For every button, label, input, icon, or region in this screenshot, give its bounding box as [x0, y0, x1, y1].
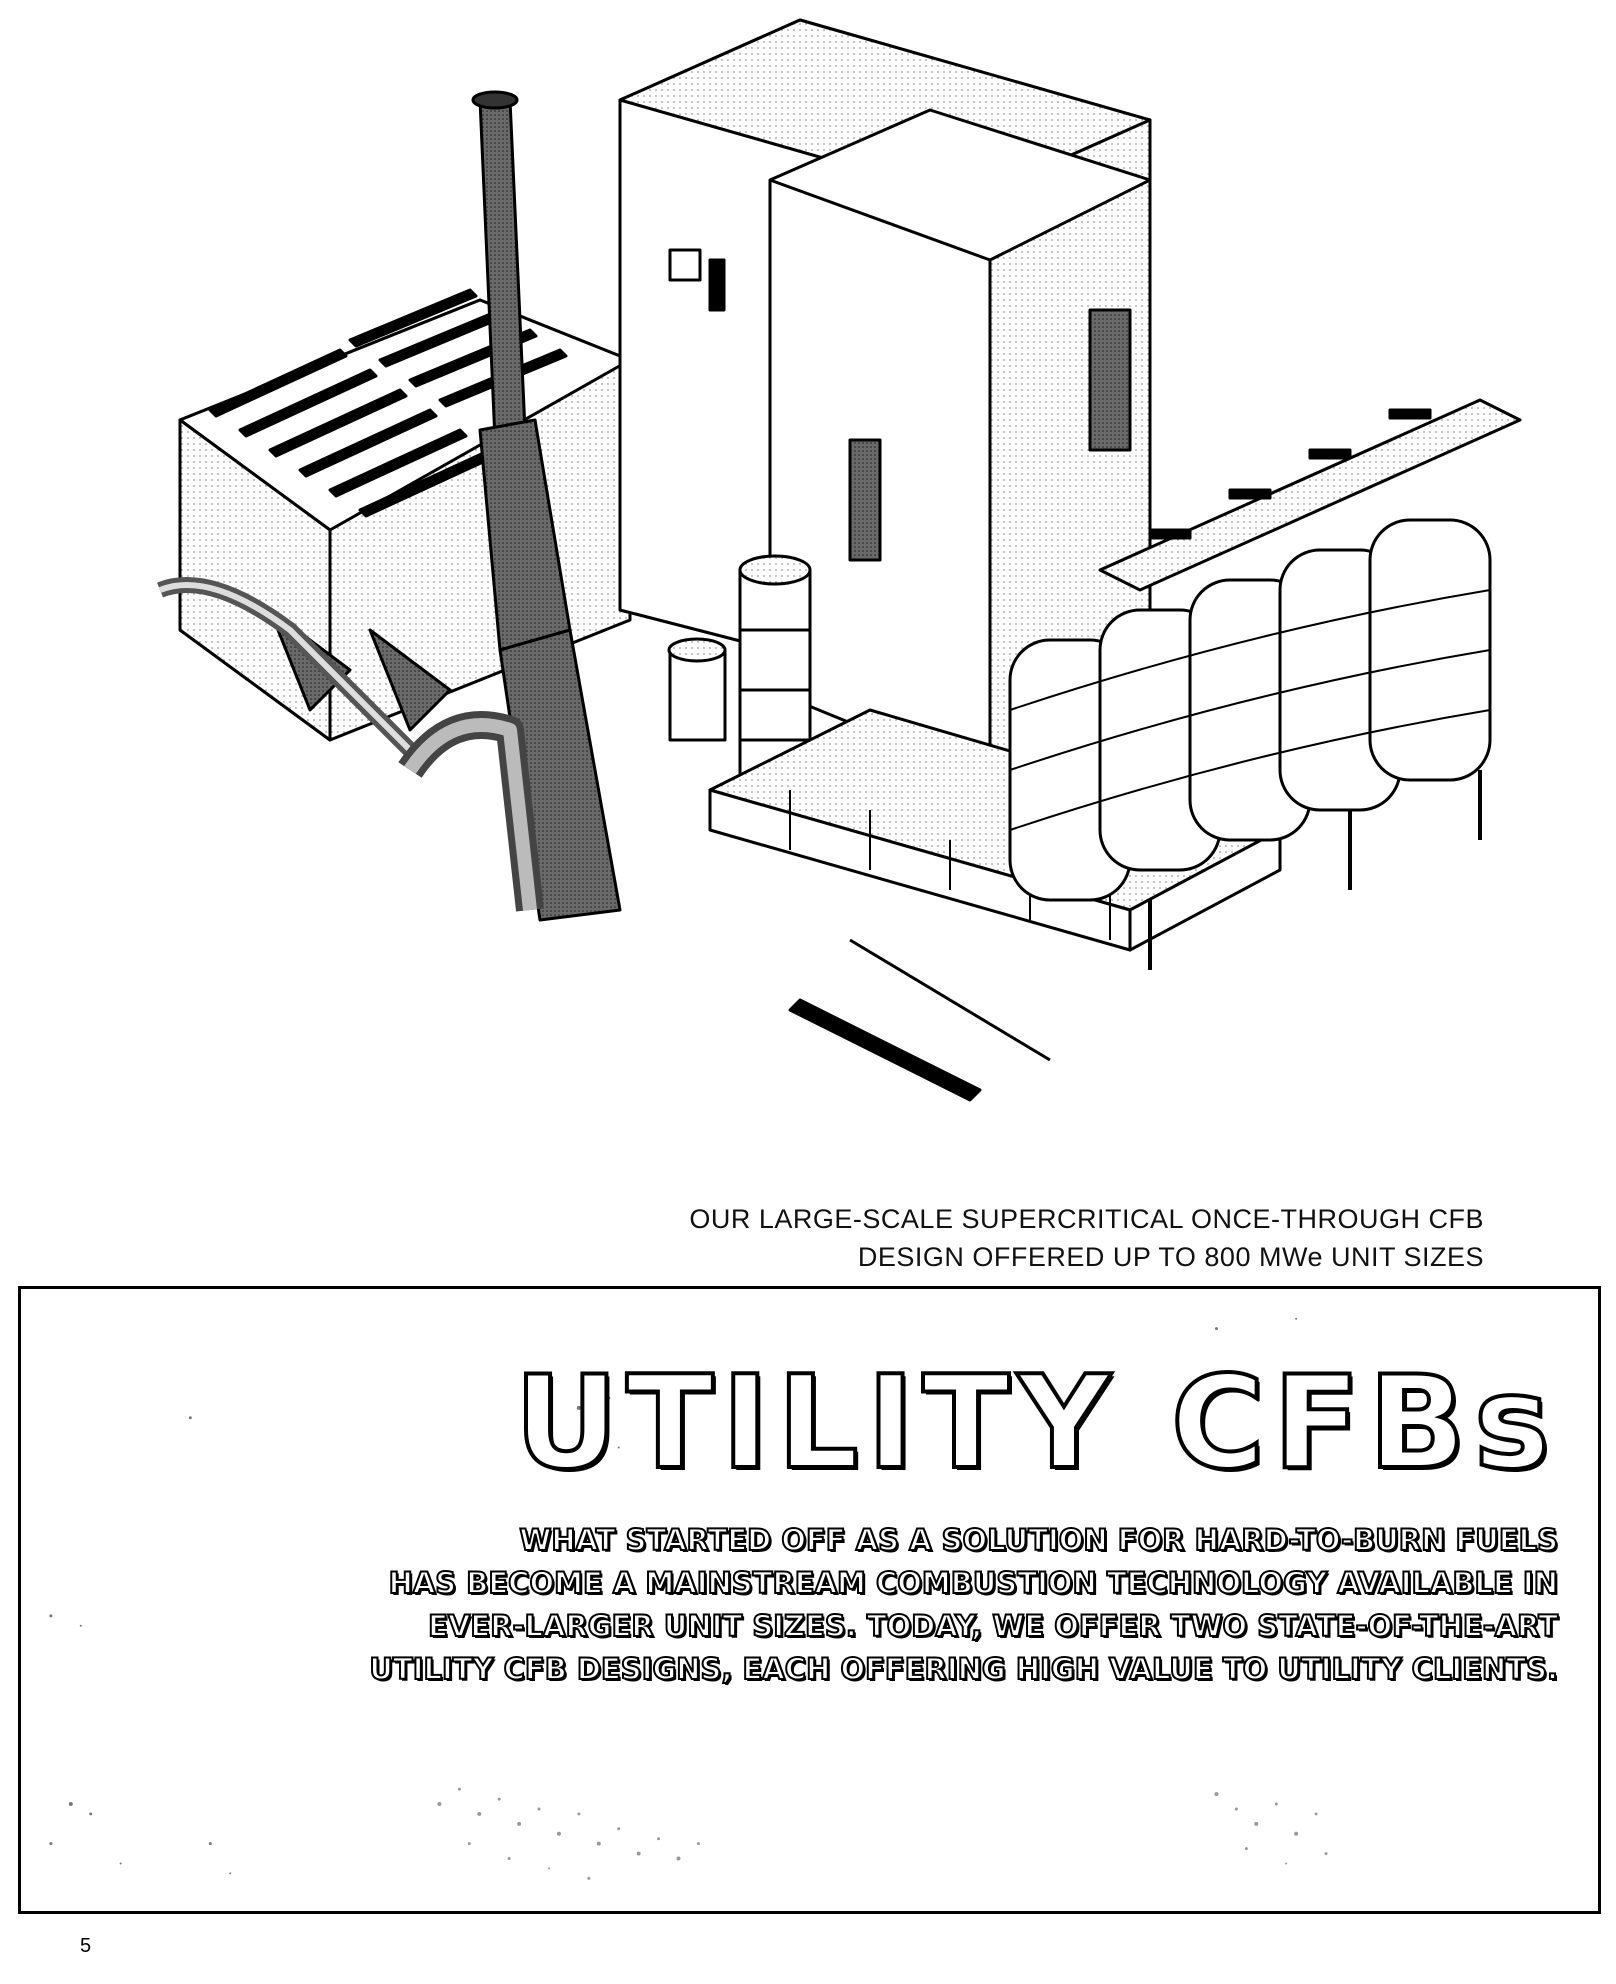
cfb-boiler-illustration	[157, 18, 1522, 1102]
figure-caption: OUR LARGE-SCALE SUPERCRITICAL ONCE-THROU…	[484, 1200, 1484, 1276]
panel-body: WHAT STARTED OFF AS A SOLUTION FOR HARD-…	[58, 1519, 1559, 1691]
page-number: 5	[80, 1935, 92, 1957]
body-line: HAS BECOME A MAINSTREAM COMBUSTION TECHN…	[388, 1565, 1559, 1601]
scan-speckle	[49, 1317, 1328, 1880]
panel-title: UTILITY CFBs	[512, 1347, 1558, 1500]
body-line: UTILITY CFB DESIGNS, EACH OFFERING HIGH …	[368, 1651, 1559, 1687]
body-line: EVER-LARGER UNIT SIZES. TODAY, WE OFFER …	[427, 1608, 1559, 1644]
caption-line-2: DESIGN OFFERED UP TO 800 MWe UNIT SIZES	[857, 1242, 1484, 1272]
body-line: WHAT STARTED OFF AS A SOLUTION FOR HARD-…	[518, 1522, 1559, 1558]
intro-panel: UTILITY CFBs WHAT STARTED OFF AS A SOLUT…	[18, 1286, 1601, 1914]
caption-line-1: OUR LARGE-SCALE SUPERCRITICAL ONCE-THROU…	[689, 1204, 1484, 1234]
